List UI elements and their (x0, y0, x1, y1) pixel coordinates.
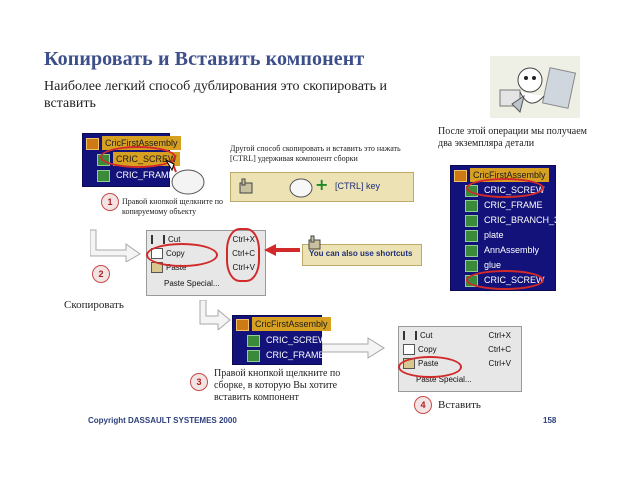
step2-caption: Скопировать (64, 299, 124, 311)
part-icon (465, 244, 478, 257)
assembly-icon (236, 318, 249, 331)
tree-item[interactable]: CRIC_FRAME (465, 198, 546, 212)
scissors-icon (151, 235, 165, 245)
clipart-illustration (490, 56, 580, 118)
mouse-icon (287, 175, 317, 204)
highlight-oval (226, 228, 260, 282)
step-badge-1: 1 (101, 193, 119, 211)
hand-icon (237, 177, 255, 195)
part-icon (97, 169, 110, 182)
page-subtitle: Наиболее легкий способ дублирования это … (44, 79, 388, 111)
highlight-oval (100, 146, 176, 168)
ctrl-key-panel: + [CTRL] key (230, 172, 414, 202)
tree-item[interactable]: glue (465, 258, 504, 272)
step1-caption: Правой кнопкой щелкните по копируемому о… (122, 197, 224, 216)
highlight-oval (466, 178, 544, 198)
step-badge-3: 3 (190, 373, 208, 391)
tree-item[interactable]: AnnAssembly (465, 243, 542, 257)
step4-caption: Вставить (438, 399, 481, 411)
tree-item-frame[interactable]: CRIC_FRAME (97, 168, 178, 182)
copy-icon (403, 344, 415, 356)
alt-method-text: Другой способ скопировать и вставить это… (230, 144, 401, 163)
shortcut-tip: You can also use shortcuts (302, 235, 422, 266)
mouse-icon (164, 158, 208, 203)
spec-tree-target: CricFirstAssembly CRIC_SCREW CRIC_FRAME (232, 315, 331, 365)
assembly-icon (454, 169, 467, 182)
shortcut-arrow (262, 242, 302, 263)
part-icon (247, 349, 260, 362)
footer-page-number: 158 (543, 416, 557, 425)
shortcut-tip-text: You can also use shortcuts (309, 249, 413, 258)
step-badge-2: 2 (92, 265, 110, 283)
tree-root[interactable]: CricFirstAssembly (236, 317, 331, 331)
step-badge-4: 4 (414, 396, 432, 414)
part-icon (465, 259, 478, 272)
part-icon (465, 199, 478, 212)
hand-icon (307, 235, 323, 251)
tree-item-screw[interactable]: CRIC_SCREW (247, 333, 330, 347)
flow-arrow (89, 228, 144, 267)
part-icon (465, 214, 478, 227)
part-icon (247, 334, 260, 347)
plus-icon: + (315, 175, 329, 194)
menu-item-paste-special[interactable]: Paste Special... (416, 375, 472, 384)
highlight-oval (398, 356, 462, 378)
step3-caption: Правой кнопкой щелкните по сборке, в кот… (214, 368, 341, 403)
menu-item-paste-special[interactable]: Paste Special... (164, 279, 220, 288)
page-title: Копировать и Вставить компонент (44, 48, 365, 70)
tree-item[interactable]: plate (465, 228, 507, 242)
flow-arrow (196, 299, 232, 335)
highlight-oval (466, 270, 544, 290)
tree-item-frame[interactable]: CRIC_FRAME (247, 348, 328, 362)
footer-copyright: Copyright DASSAULT SYSTEMES 2000 (88, 416, 237, 425)
result-caption: После этой операции мы получаем два экзе… (438, 126, 587, 149)
tree-item[interactable]: CRIC_BRANCH_3 (465, 213, 562, 227)
ctrl-key-label: [CTRL] key (335, 181, 381, 191)
assembly-icon (86, 137, 99, 150)
part-icon (465, 229, 478, 242)
highlight-oval (146, 243, 218, 267)
flow-arrow (321, 336, 386, 365)
scissors-icon (403, 331, 417, 341)
